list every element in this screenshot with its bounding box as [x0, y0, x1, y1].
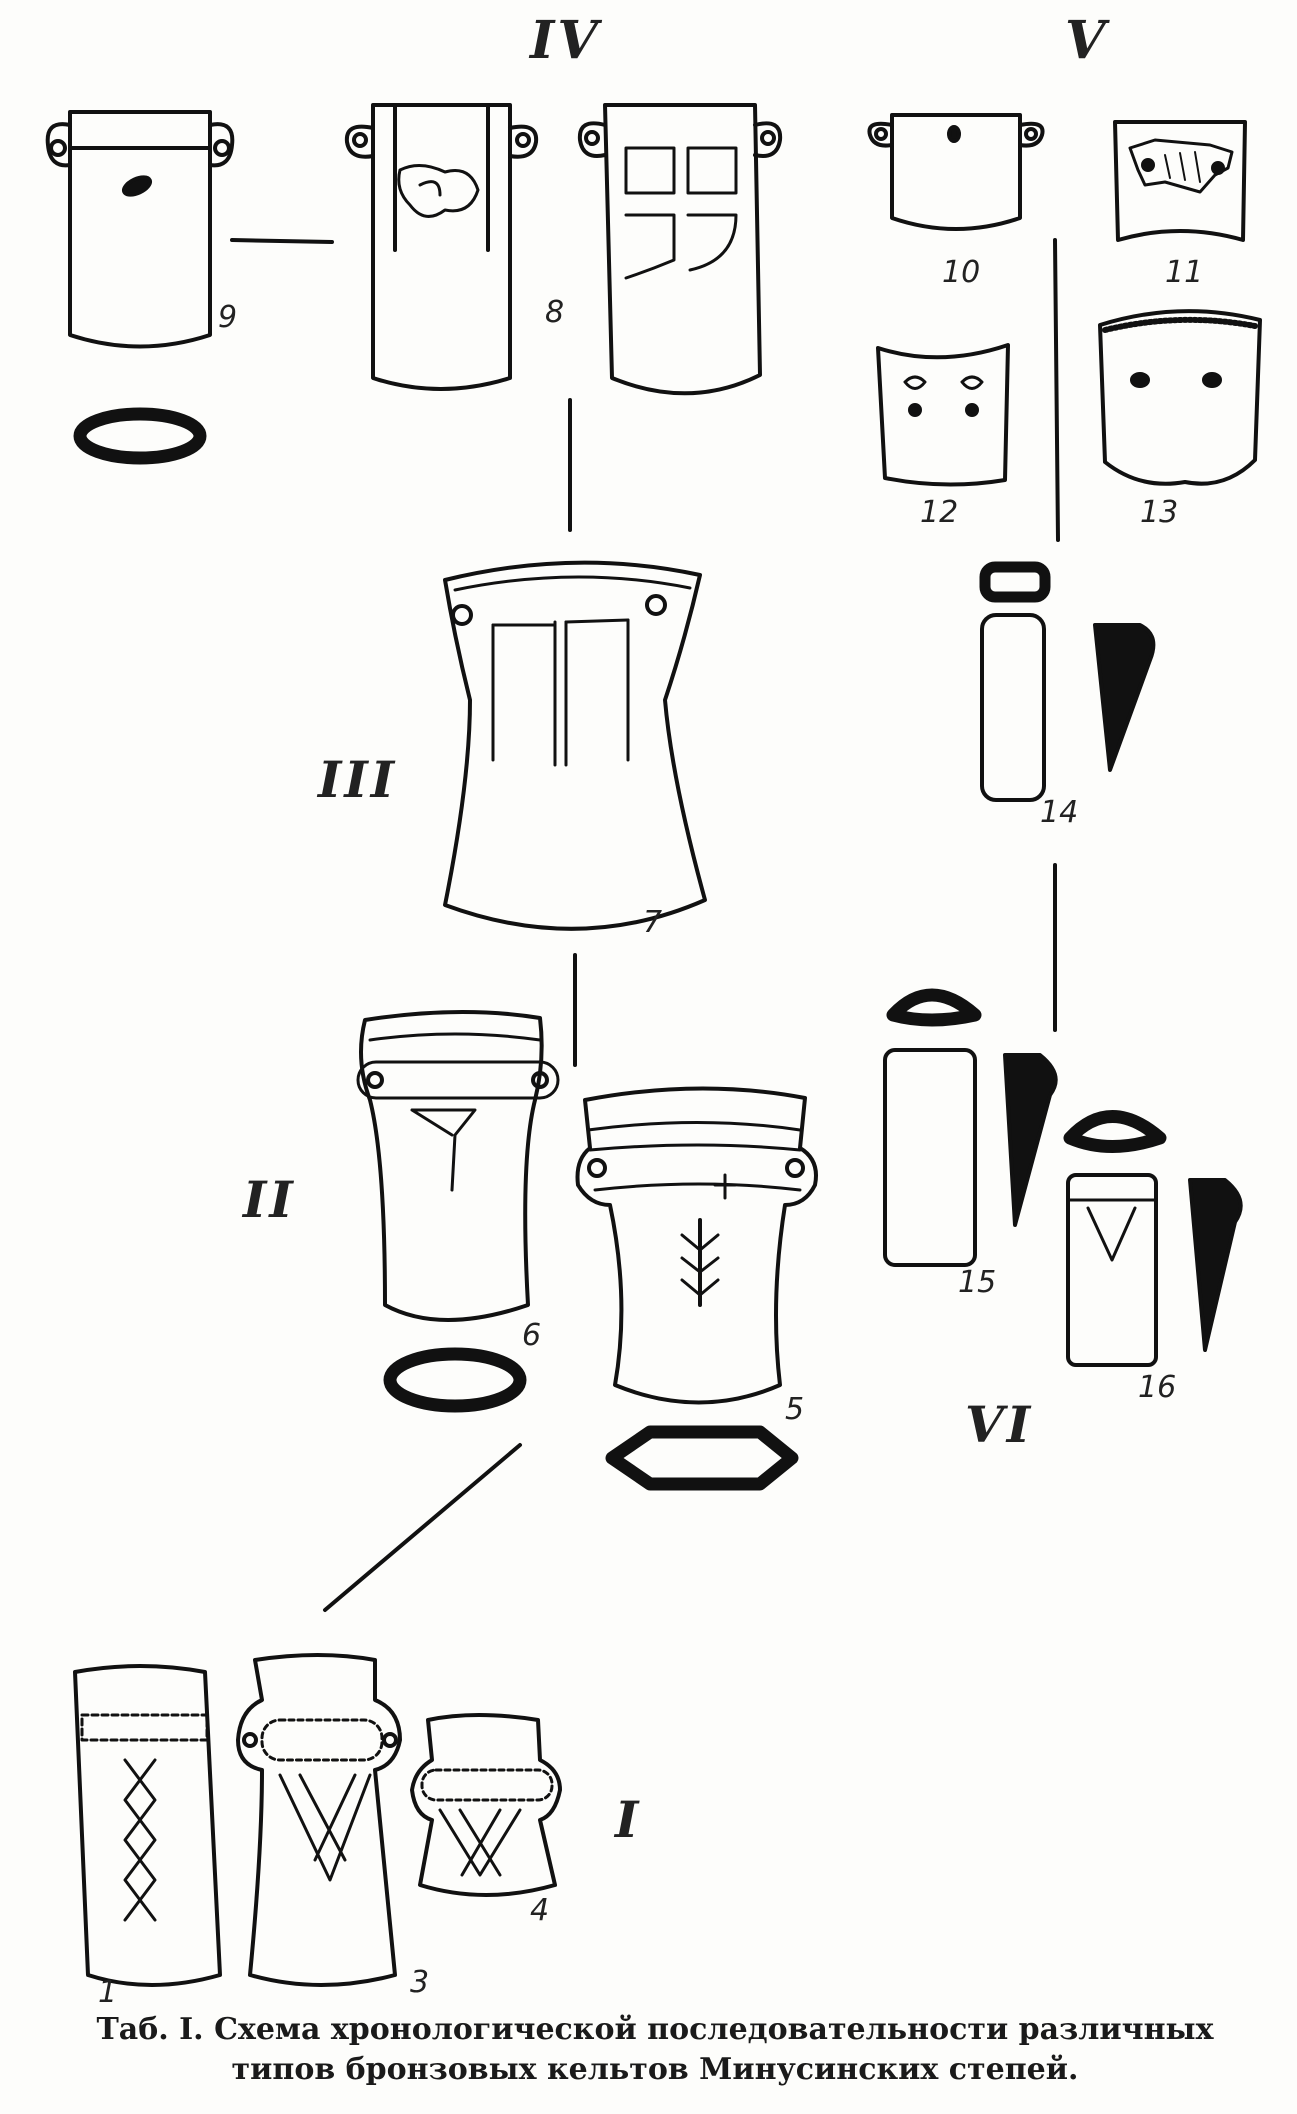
- fig-num-14: 14: [1040, 795, 1079, 830]
- link-II-I: [323, 1443, 522, 1612]
- celt-11: [1113, 120, 1247, 242]
- link-9-8: [230, 238, 334, 244]
- celt-14-face: [980, 613, 1046, 802]
- fig-num-5: 5: [785, 1392, 805, 1427]
- fig-num-9: 9: [218, 300, 238, 335]
- celt-4: [410, 1713, 562, 1897]
- celt-6: [356, 1010, 560, 1322]
- fig-num-8: 8: [545, 295, 565, 330]
- section-16: [1063, 1110, 1167, 1153]
- celt-15-profile: [1003, 1053, 1058, 1227]
- section-9: [73, 407, 207, 465]
- caption-line-2: типов бронзовых кельтов Минусинских степ…: [231, 2052, 1079, 2087]
- group-label-v: V: [1065, 10, 1109, 71]
- celt-9: [45, 110, 235, 349]
- link-V-left: [1053, 238, 1060, 542]
- fig-num-11: 11: [1165, 255, 1204, 290]
- fig-num-13: 13: [1140, 495, 1179, 530]
- fig-num-16: 16: [1138, 1370, 1177, 1405]
- fig-num-12: 12: [920, 495, 959, 530]
- group-label-vi: VI: [965, 1395, 1034, 1454]
- celt-7: [443, 560, 707, 931]
- group-label-i: I: [615, 1790, 642, 1849]
- fig-num-4: 4: [530, 1893, 550, 1928]
- celt-16-face: [1066, 1173, 1158, 1367]
- section-5: [605, 1425, 799, 1491]
- section-14: [979, 561, 1051, 603]
- celt-12: [876, 343, 1010, 487]
- section-15: [886, 988, 982, 1027]
- section-6: [383, 1347, 527, 1413]
- fig-num-6: 6: [522, 1318, 542, 1353]
- fig-num-1: 1: [98, 1975, 118, 2010]
- celt-15-face: [883, 1048, 977, 1267]
- fig-num-7: 7: [643, 905, 663, 940]
- group-label-iv: IV: [530, 10, 601, 71]
- plate-caption: Таб. I. Схема хронологической последоват…: [80, 2010, 1230, 2090]
- fig-num-3: 3: [410, 1965, 430, 2000]
- celt-13: [1098, 309, 1262, 486]
- group-label-ii: II: [243, 1170, 296, 1229]
- celt-8b: [577, 103, 783, 396]
- group-label-iii: III: [318, 750, 398, 809]
- fig-num-15: 15: [958, 1265, 997, 1300]
- celt-8: [344, 103, 539, 391]
- celt-1: [73, 1664, 222, 1987]
- celt-16-profile: [1188, 1178, 1243, 1352]
- celt-10: [867, 113, 1045, 231]
- celt-5: [575, 1086, 818, 1405]
- caption-line-1: Таб. I. Схема хронологической последоват…: [96, 2012, 1214, 2047]
- fig-num-10: 10: [942, 255, 981, 290]
- celt-3: [236, 1653, 402, 1987]
- celt-14-profile: [1093, 623, 1156, 772]
